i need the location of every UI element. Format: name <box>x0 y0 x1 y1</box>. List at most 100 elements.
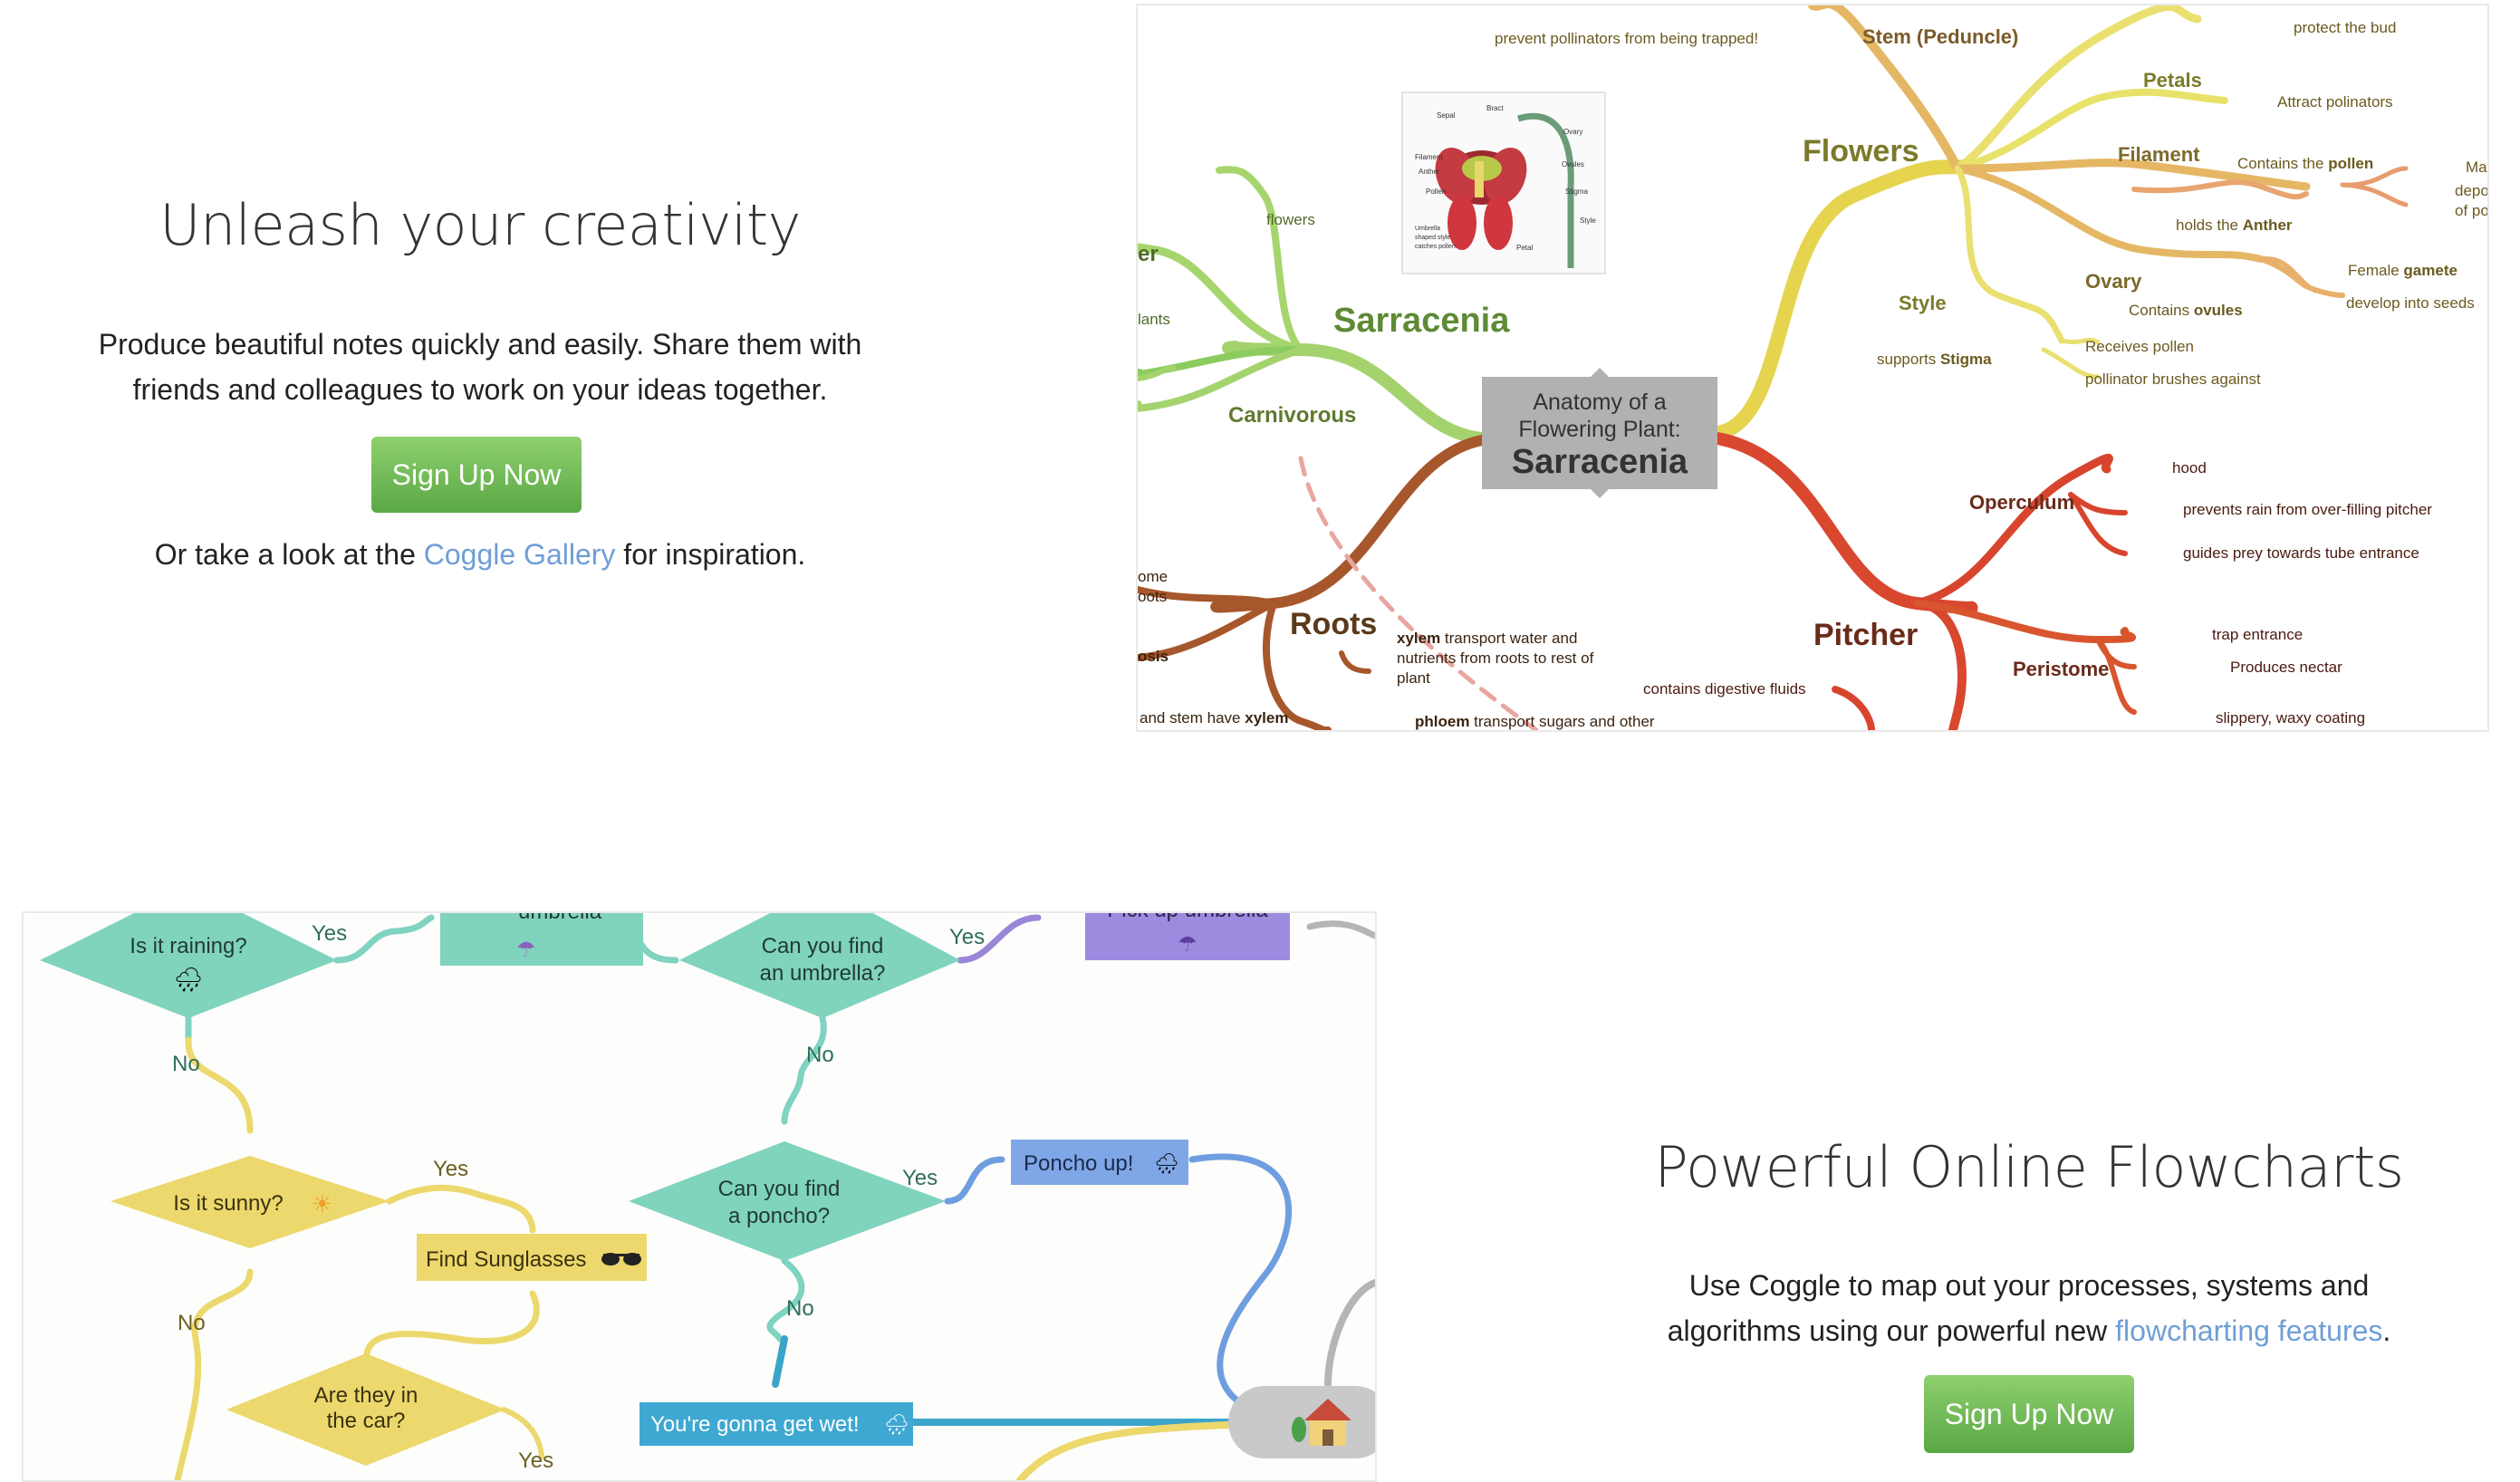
diagram-label-anther: Anther <box>1419 168 1440 176</box>
edge-yes-5: Yes <box>518 1448 553 1473</box>
branch-filament[interactable]: Filament <box>2118 143 2200 166</box>
note-phloem-text: transport sugars and other <box>1469 713 1654 730</box>
node-get-wet-label: You're gonna get wet! <box>650 1412 860 1437</box>
node-get-wet[interactable]: You're gonna get wet! 🌧 <box>640 1402 913 1446</box>
note-xylem-3: plant <box>1397 669 1430 687</box>
gallery-suffix: for inspiration. <box>615 538 806 571</box>
note-ome: ome <box>1138 568 1168 585</box>
creativity-heading: Unleash your creativity <box>159 192 801 258</box>
node-poncho-up[interactable]: Poncho up! 🌧 <box>1011 1140 1188 1185</box>
branch-ovary[interactable]: Ovary <box>2085 270 2142 293</box>
sign-up-button-top[interactable]: Sign Up Now <box>371 437 582 513</box>
coggle-gallery-link[interactable]: Coggle Gallery <box>423 538 616 571</box>
note-trap: trap entrance <box>2212 626 2303 643</box>
branch-carnivorous[interactable]: Carnivorous <box>1228 403 1356 428</box>
description-line-2: friends and colleagues to work on your i… <box>132 373 828 406</box>
note-phloem-bold: phloem <box>1415 713 1469 730</box>
central-line-2: Flowering Plant: <box>1518 417 1680 442</box>
mindmap-canvas: Sepal Bract Ovary Filament Ovules Anther… <box>1138 5 2487 730</box>
note-prevent-trapped: prevent pollinators from being trapped! <box>1495 30 1758 47</box>
flowchart-canvas: Is it raining? 🌧 umbrella ☂ Can you find… <box>40 913 1375 1480</box>
node-in-car-line-2: the car? <box>327 1409 406 1433</box>
note-of-po: of po <box>2455 202 2487 219</box>
umbrella-icon: ☂ <box>516 938 536 962</box>
node-is-it-sunny[interactable]: Is it sunny? ☀ <box>111 1156 390 1248</box>
note-holds-anther: holds the Anther <box>2176 217 2293 234</box>
diagram-label-stigma: Stigma <box>1565 188 1588 196</box>
note-slippery: slippery, waxy coating <box>2216 709 2365 727</box>
description-line-1: Produce beautiful notes quickly and easi… <box>98 328 862 361</box>
edge-yes-2: Yes <box>949 925 985 949</box>
note-prevents-rain: prevents rain from over-filling pitcher <box>2183 501 2432 518</box>
branch-peristome[interactable]: Peristome <box>2013 658 2109 680</box>
house-icon <box>1292 1399 1351 1446</box>
note-contains-pollen: Contains the pollen <box>2237 155 2373 172</box>
node-umbrella-label: umbrella <box>518 913 602 924</box>
node-find-umbrella-line-1: Can you find <box>762 934 884 958</box>
note-er: er <box>1138 242 1159 266</box>
note-brushes: pollinator brushes against <box>2085 370 2261 388</box>
note-supports: supports <box>1877 351 1940 368</box>
branch-operculum[interactable]: Operculum <box>1969 491 2074 514</box>
note-receives: Receives pollen <box>2085 338 2194 355</box>
note-contains-the: Contains the <box>2237 155 2328 172</box>
note-female-gamete: Female gamete <box>2348 262 2457 279</box>
note-nectar: Produces nectar <box>2230 659 2342 676</box>
note-osis: osis <box>1138 648 1169 665</box>
note-hood: hood <box>2172 459 2207 476</box>
diagram-label-petal: Petal <box>1516 244 1533 252</box>
note-flowers: flowers <box>1266 211 1315 228</box>
note-and-stem-text: and stem have <box>1140 709 1245 727</box>
node-in-the-car[interactable]: Are they in the car? <box>226 1353 505 1466</box>
edge-yes-3: Yes <box>433 1157 468 1181</box>
central-node[interactable]: Anatomy of a Flowering Plant: Sarracenia <box>1482 368 1717 498</box>
branch-sarracenia[interactable]: Sarracenia <box>1333 302 1510 340</box>
branch-petals[interactable]: Petals <box>2143 69 2202 91</box>
rain-cloud-icon-3: 🌧 <box>884 1413 909 1436</box>
note-contains-ovules: Contains ovules <box>2129 302 2243 319</box>
branch-stem[interactable]: Stem (Peduncle) <box>1862 25 2018 48</box>
node-find-sunglasses[interactable]: Find Sunglasses <box>417 1234 647 1281</box>
note-oots: oots <box>1138 588 1167 605</box>
node-sunglasses-label: Find Sunglasses <box>426 1247 586 1272</box>
rain-cloud-icon-2: 🌧 <box>1154 1152 1179 1175</box>
branch-pitcher[interactable]: Pitcher <box>1813 618 1918 652</box>
flowcharts-line-1: Use Coggle to map out your processes, sy… <box>1688 1269 2370 1302</box>
note-pollen: pollen <box>2328 155 2373 172</box>
node-umbrella[interactable]: umbrella ☂ <box>440 913 643 966</box>
branch-flowers[interactable]: Flowers <box>1803 134 1919 168</box>
note-lants: lants <box>1138 311 1170 328</box>
sunglasses-icon <box>601 1253 641 1265</box>
flowchart-preview[interactable]: Is it raining? 🌧 umbrella ☂ Can you find… <box>22 911 1377 1482</box>
flowcharts-line-2-suffix: . <box>2382 1314 2391 1347</box>
edge-no-1: No <box>172 1052 200 1076</box>
node-find-umbrella[interactable]: Can you find an umbrella? <box>679 913 960 1018</box>
node-pick-up-umbrella[interactable]: Pick up umbrella ☂ <box>1085 913 1290 960</box>
edge-yes-1: Yes <box>312 921 347 946</box>
diagram-label-umbrella-2: shaped style <box>1415 235 1450 241</box>
node-find-umbrella-line-2: an umbrella? <box>760 961 886 986</box>
node-find-poncho[interactable]: Can you find a poncho? <box>629 1141 946 1261</box>
rain-cloud-icon: 🌧 <box>173 966 203 993</box>
note-digestive: contains digestive fluids <box>1643 680 1806 698</box>
node-is-it-raining[interactable]: Is it raining? 🌧 <box>40 913 337 1018</box>
node-pick-up-label: Pick up umbrella <box>1107 913 1268 922</box>
node-home[interactable] <box>1228 1386 1375 1458</box>
node-poncho-up-label: Poncho up! <box>1024 1151 1133 1176</box>
note-supports-stigma: supports Stigma <box>1877 351 1992 368</box>
sign-up-button-bottom[interactable]: Sign Up Now <box>1924 1375 2134 1453</box>
note-and-stem: and stem have xylem <box>1140 709 1288 727</box>
node-raining-label: Is it raining? <box>130 934 246 958</box>
diagram-label-bract: Bract <box>1486 104 1504 112</box>
central-title: Sarracenia <box>1512 443 1688 481</box>
flowcharting-features-link[interactable]: flowcharting features <box>2115 1314 2383 1347</box>
note-depo: depo <box>2455 182 2487 199</box>
branch-roots[interactable]: Roots <box>1290 607 1377 641</box>
diagram-label-sepal: Sepal <box>1437 111 1456 120</box>
flowcharts-line-2: algorithms using our powerful new flowch… <box>1558 1308 2500 1353</box>
note-phloem: phloem transport sugars and other <box>1415 713 1655 730</box>
branch-style[interactable]: Style <box>1899 292 1947 314</box>
mindmap-preview[interactable]: Sepal Bract Ovary Filament Ovules Anther… <box>1136 4 2489 732</box>
note-ma: Ma <box>2466 159 2487 176</box>
note-xylem-1: xylem transport water and <box>1397 630 1577 647</box>
